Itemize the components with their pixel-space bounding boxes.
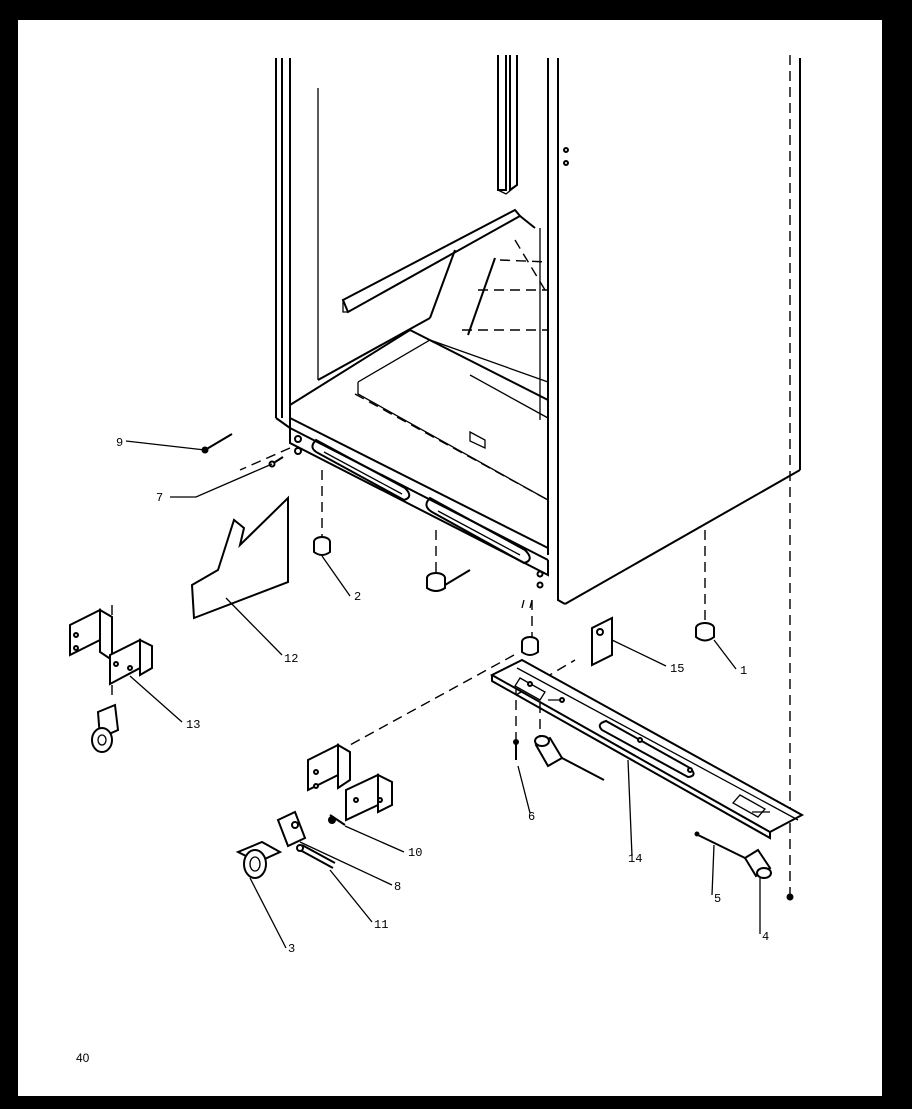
- callout-4: 4: [762, 930, 769, 944]
- roller-bracket-part-13: [69, 608, 153, 753]
- bracket-plate-part-15: [591, 616, 613, 667]
- callout-9: 9: [116, 436, 123, 450]
- washer-part-7: [268, 456, 284, 468]
- leveling-leg-front: [521, 599, 539, 656]
- leveling-leg-center: [426, 569, 471, 592]
- page-number: 40: [76, 1051, 90, 1065]
- callout-14: 14: [628, 852, 642, 866]
- rod-part-5: [694, 831, 746, 859]
- spacer-part-4: [743, 848, 772, 879]
- roller-mount-part-8: [276, 810, 307, 848]
- leveling-leg-part-2: [313, 536, 331, 556]
- pin-part-11: [296, 844, 336, 869]
- roller-bracket-center: [307, 743, 393, 822]
- callout-5: 5: [714, 892, 721, 906]
- screw-part-9: [201, 433, 233, 454]
- callout-leaders: [125, 440, 761, 949]
- callout-7: 7: [156, 491, 163, 505]
- diagram-sheet: [18, 20, 882, 1096]
- callout-11: 11: [374, 918, 388, 932]
- toe-grille-part-14: [489, 658, 805, 840]
- callout-8: 8: [394, 880, 401, 894]
- leveling-leg-part-1: [695, 622, 715, 642]
- roller-part-3: [235, 840, 283, 879]
- screw-bottom-right: [786, 893, 794, 901]
- insulation-panel-part-12: [190, 495, 289, 620]
- callout-1: 1: [740, 664, 747, 678]
- refrigerator-cabinet: [275, 55, 801, 605]
- callout-15: 15: [670, 662, 684, 676]
- callout-3: 3: [288, 942, 295, 956]
- callout-labels: 9 7 2 12 13 15 1 6 14 10 8 11 3 5 4: [116, 436, 769, 956]
- screw-part-6: [513, 739, 519, 760]
- spacer-rod-center: [534, 735, 605, 781]
- callout-10: 10: [408, 846, 422, 860]
- callout-6: 6: [528, 810, 535, 824]
- screw-part-10: [328, 814, 346, 826]
- callout-13: 13: [186, 718, 200, 732]
- callout-2: 2: [354, 590, 361, 604]
- callout-12: 12: [284, 652, 298, 666]
